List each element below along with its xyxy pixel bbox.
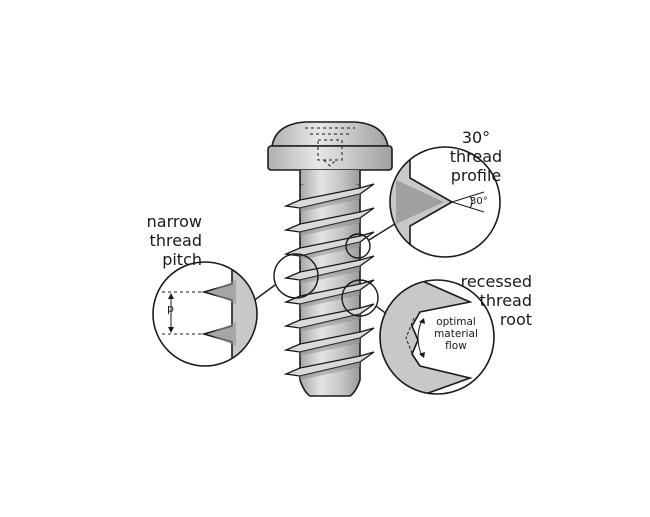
- thread-shadow: [300, 218, 360, 236]
- label-line: thread: [149, 231, 202, 250]
- profile-leader-line: [368, 221, 399, 241]
- label-line: thread: [449, 147, 503, 166]
- label-line: thread: [479, 291, 532, 310]
- label-line: material: [434, 328, 478, 340]
- label-line: root: [499, 310, 532, 329]
- label-optimal-material-flow: optimal material flow: [428, 316, 484, 352]
- root-marker-circle: [341, 279, 379, 317]
- detail-recessed-root: [379, 279, 495, 395]
- detail-thread-profile: [389, 146, 501, 258]
- label-line: 30°: [461, 128, 491, 147]
- profile-marker-circle: [345, 233, 371, 259]
- thread-shadow: [300, 242, 360, 260]
- thread-shadow: [300, 290, 360, 308]
- label-line: profile: [450, 166, 502, 185]
- drive-recess-hidden-lines: [305, 127, 355, 167]
- pitch-leader-line: [251, 284, 276, 303]
- label-thread-profile: 30° thread profile: [440, 128, 512, 185]
- screw-head: [267, 121, 393, 189]
- pitch-marker-circle: [273, 253, 319, 299]
- thread-shadow: [300, 266, 360, 284]
- thread-shadow: [300, 338, 360, 356]
- label-line: optimal: [436, 316, 476, 328]
- label-narrow-thread-pitch: narrow thread pitch: [120, 212, 202, 269]
- label-line: pitch: [162, 250, 202, 269]
- thread-shadow: [300, 194, 360, 212]
- label-line: flow: [445, 340, 467, 352]
- thread-shadow: [300, 314, 360, 332]
- pitch-symbol: p: [167, 302, 174, 315]
- label-line: recessed: [460, 272, 532, 291]
- callout-markers: [251, 221, 399, 319]
- screw-threads: [283, 183, 375, 380]
- angle-callout: 30°: [470, 196, 488, 207]
- label-line: narrow: [146, 212, 202, 231]
- thread-shadow: [300, 362, 360, 380]
- detail-thread-pitch: [152, 261, 258, 367]
- label-recessed-thread-root: recessed thread root: [440, 272, 532, 329]
